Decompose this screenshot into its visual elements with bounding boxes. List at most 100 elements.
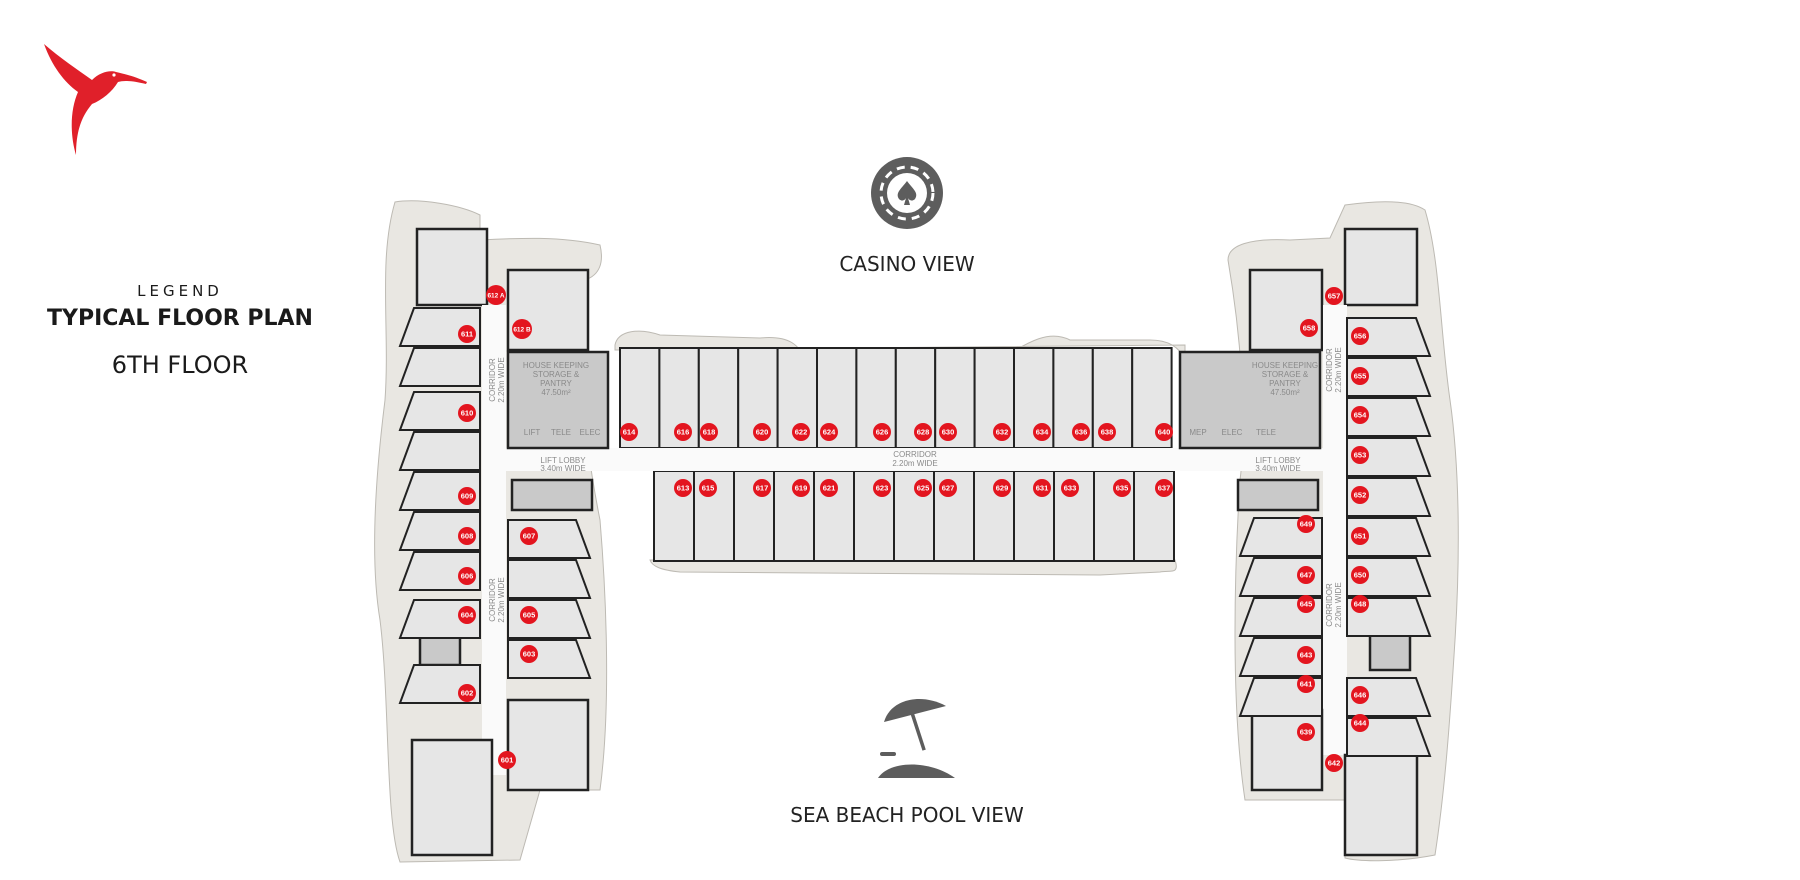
unit-marker-615[interactable]: 615 bbox=[699, 479, 717, 497]
unit-marker-628[interactable]: 628 bbox=[914, 423, 932, 441]
unit-marker-643[interactable]: 643 bbox=[1297, 646, 1315, 664]
unit-marker-658[interactable]: 658 bbox=[1300, 319, 1318, 337]
unit-marker-608[interactable]: 608 bbox=[458, 527, 476, 545]
unit-marker-dot bbox=[1113, 479, 1131, 497]
unit-marker-649[interactable]: 649 bbox=[1297, 515, 1315, 533]
unit-marker-601[interactable]: 601 bbox=[498, 751, 516, 769]
unit-marker-621[interactable]: 621 bbox=[820, 479, 838, 497]
unit-marker-607[interactable]: 607 bbox=[520, 527, 538, 545]
unit-marker-655[interactable]: 655 bbox=[1351, 367, 1369, 385]
unit-marker-dot bbox=[1297, 595, 1315, 613]
room bbox=[507, 599, 592, 639]
unit-marker-626[interactable]: 626 bbox=[873, 423, 891, 441]
unit-marker-dot bbox=[1297, 675, 1315, 693]
lift-lobby-left-width: 3.40m WIDE bbox=[540, 464, 585, 473]
unit-marker-612a[interactable]: 612 A bbox=[486, 285, 506, 305]
beach-umbrella-icon bbox=[878, 699, 955, 778]
unit-number: 624 bbox=[823, 428, 836, 437]
unit-marker-623[interactable]: 623 bbox=[873, 479, 891, 497]
unit-marker-625[interactable]: 625 bbox=[914, 479, 932, 497]
housekeeping-left-2: STORAGE & bbox=[533, 370, 580, 379]
unit-marker-644[interactable]: 644 bbox=[1351, 714, 1369, 732]
unit-marker-652[interactable]: 652 bbox=[1351, 486, 1369, 504]
unit-number: 646 bbox=[1354, 691, 1367, 700]
unit-number: 608 bbox=[461, 532, 474, 541]
unit-number: 657 bbox=[1328, 292, 1341, 301]
unit-marker-629[interactable]: 629 bbox=[993, 479, 1011, 497]
unit-marker-620[interactable]: 620 bbox=[753, 423, 771, 441]
unit-marker-627[interactable]: 627 bbox=[939, 479, 957, 497]
unit-marker-605[interactable]: 605 bbox=[520, 606, 538, 624]
unit-marker-632[interactable]: 632 bbox=[993, 423, 1011, 441]
unit-marker-616[interactable]: 616 bbox=[674, 423, 692, 441]
unit-marker-636[interactable]: 636 bbox=[1072, 423, 1090, 441]
unit-marker-dot bbox=[873, 479, 891, 497]
unit-marker-619[interactable]: 619 bbox=[792, 479, 810, 497]
unit-marker-dot bbox=[1351, 486, 1369, 504]
tele-right-label: TELE bbox=[1256, 428, 1276, 437]
unit-marker-dot bbox=[458, 404, 476, 422]
unit-marker-638[interactable]: 638 bbox=[1098, 423, 1116, 441]
unit-marker-dot bbox=[1351, 527, 1369, 545]
room bbox=[1346, 477, 1432, 517]
unit-number: 605 bbox=[523, 611, 536, 620]
unit-marker-606[interactable]: 606 bbox=[458, 567, 476, 585]
unit-marker-645[interactable]: 645 bbox=[1297, 595, 1315, 613]
unit-marker-dot bbox=[1297, 566, 1315, 584]
unit-marker-624[interactable]: 624 bbox=[820, 423, 838, 441]
unit-marker-656[interactable]: 656 bbox=[1351, 327, 1369, 345]
unit-number: 618 bbox=[703, 428, 716, 437]
unit-marker-653[interactable]: 653 bbox=[1351, 446, 1369, 464]
unit-marker-614[interactable]: 614 bbox=[620, 423, 638, 441]
lift-lobby-left-label: LIFT LOBBY bbox=[540, 456, 586, 465]
unit-marker-640[interactable]: 640 bbox=[1155, 423, 1173, 441]
unit-number: 649 bbox=[1300, 520, 1313, 529]
unit-marker-633[interactable]: 633 bbox=[1061, 479, 1079, 497]
room bbox=[1346, 397, 1432, 437]
unit-number: 627 bbox=[942, 484, 955, 493]
unit-marker-dot bbox=[620, 423, 638, 441]
unit-number: 640 bbox=[1158, 428, 1171, 437]
unit-marker-650[interactable]: 650 bbox=[1351, 566, 1369, 584]
unit-marker-630[interactable]: 630 bbox=[939, 423, 957, 441]
unit-marker-622[interactable]: 622 bbox=[792, 423, 810, 441]
unit-marker-611[interactable]: 611 bbox=[458, 325, 476, 343]
unit-marker-635[interactable]: 635 bbox=[1113, 479, 1131, 497]
unit-marker-602[interactable]: 602 bbox=[458, 684, 476, 702]
unit-marker-613[interactable]: 613 bbox=[674, 479, 692, 497]
unit-marker-637[interactable]: 637 bbox=[1155, 479, 1173, 497]
unit-number: 641 bbox=[1300, 680, 1313, 689]
unit-marker-dot bbox=[1351, 566, 1369, 584]
unit-marker-647[interactable]: 647 bbox=[1297, 566, 1315, 584]
unit-number: 612 B bbox=[513, 327, 531, 334]
unit-marker-646[interactable]: 646 bbox=[1351, 686, 1369, 704]
unit-marker-612b[interactable]: 612 B bbox=[512, 319, 532, 339]
unit-number: 623 bbox=[876, 484, 889, 493]
unit-marker-609[interactable]: 609 bbox=[458, 487, 476, 505]
unit-marker-dot bbox=[820, 423, 838, 441]
unit-marker-dot bbox=[1033, 479, 1051, 497]
unit-marker-dot bbox=[1155, 423, 1173, 441]
unit-number: 655 bbox=[1354, 372, 1367, 381]
unit-marker-651[interactable]: 651 bbox=[1351, 527, 1369, 545]
unit-marker-631[interactable]: 631 bbox=[1033, 479, 1051, 497]
unit-marker-604[interactable]: 604 bbox=[458, 606, 476, 624]
left-corridor-width: 2.20m WIDE bbox=[497, 357, 506, 402]
unit-marker-618[interactable]: 618 bbox=[700, 423, 718, 441]
unit-number: 645 bbox=[1300, 600, 1313, 609]
unit-number: 601 bbox=[501, 756, 514, 765]
unit-marker-634[interactable]: 634 bbox=[1033, 423, 1051, 441]
unit-marker-648[interactable]: 648 bbox=[1351, 595, 1369, 613]
unit-marker-657[interactable]: 657 bbox=[1325, 287, 1343, 305]
unit-marker-641[interactable]: 641 bbox=[1297, 675, 1315, 693]
corridor-width-label: 2.20m WIDE bbox=[892, 459, 937, 468]
unit-marker-dot bbox=[458, 606, 476, 624]
unit-marker-603[interactable]: 603 bbox=[520, 645, 538, 663]
unit-marker-642[interactable]: 642 bbox=[1325, 754, 1343, 772]
unit-marker-dot bbox=[1300, 319, 1318, 337]
unit-marker-617[interactable]: 617 bbox=[753, 479, 771, 497]
unit-marker-639[interactable]: 639 bbox=[1297, 723, 1315, 741]
unit-marker-610[interactable]: 610 bbox=[458, 404, 476, 422]
unit-marker-654[interactable]: 654 bbox=[1351, 406, 1369, 424]
